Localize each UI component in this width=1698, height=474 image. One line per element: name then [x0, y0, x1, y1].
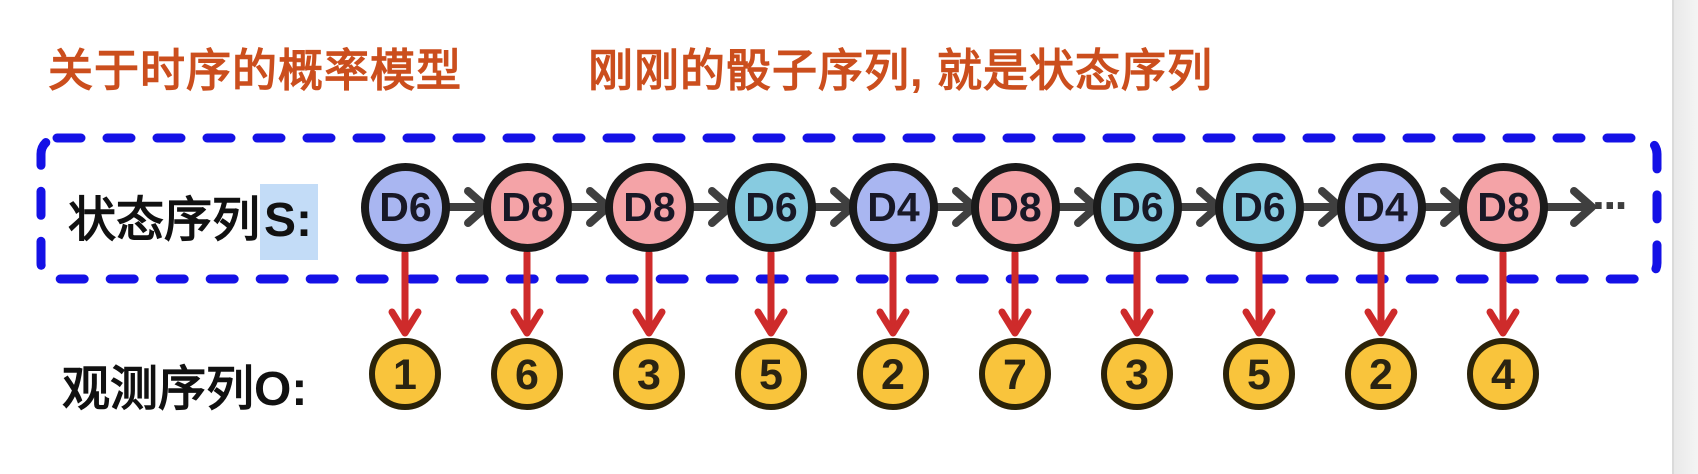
state-node-d6-8: D6	[1215, 163, 1304, 252]
observation-node-5: 2	[857, 338, 929, 410]
title-dice-sequence-note: 刚刚的骰子序列, 就是状态序列	[588, 45, 1214, 96]
observation-sequence-label-text: 观测序列	[62, 363, 255, 416]
emission-arrow-head	[1364, 308, 1398, 337]
state-node-d6-4: D6	[727, 163, 816, 252]
state-node-d8-2: D8	[483, 163, 572, 252]
emission-arrow-head	[1120, 308, 1154, 337]
state-node-d8-6: D8	[971, 163, 1060, 252]
state-node-d6-7: D6	[1093, 163, 1182, 252]
observation-node-6: 7	[979, 338, 1051, 410]
transition-arrow-head	[1570, 187, 1596, 227]
state-box-dashed-border	[36, 133, 1662, 284]
emission-arrow-head	[1486, 308, 1520, 337]
state-sequence-label: 状态序列S:	[68, 180, 319, 260]
emission-arrow-head	[510, 308, 544, 337]
observation-node-3: 3	[613, 338, 685, 410]
sequence-continuation-ellipsis: ···	[1592, 179, 1630, 231]
state-node-d4-5: D4	[849, 163, 938, 252]
emission-arrow-head	[876, 308, 910, 337]
emission-arrow-head	[754, 308, 788, 337]
observation-sequence-label: 观测序列O:	[62, 349, 307, 419]
observation-sequence-variable: O:	[254, 363, 308, 416]
observation-node-1: 1	[369, 338, 441, 410]
observation-node-2: 6	[491, 338, 563, 410]
state-sequence-label-text: 状态序列	[68, 194, 261, 247]
emission-arrow-head	[388, 308, 422, 337]
observation-node-9: 2	[1345, 338, 1417, 410]
observation-node-8: 5	[1223, 338, 1295, 410]
observation-node-7: 3	[1101, 338, 1173, 410]
state-node-d8-3: D8	[605, 163, 694, 252]
state-node-d8-10: D8	[1459, 163, 1548, 252]
emission-arrow-head	[632, 308, 666, 337]
state-node-d6-1: D6	[361, 163, 450, 252]
slide-edge-strip	[1672, 0, 1698, 474]
state-node-d4-9: D4	[1337, 163, 1426, 252]
title-probability-model: 关于时序的概率模型	[48, 45, 463, 96]
emission-arrow-head	[998, 308, 1032, 337]
observation-node-10: 4	[1467, 338, 1539, 410]
state-sequence-variable-highlight: S:	[260, 184, 319, 260]
observation-node-4: 5	[735, 338, 807, 410]
emission-arrow-head	[1242, 308, 1276, 337]
